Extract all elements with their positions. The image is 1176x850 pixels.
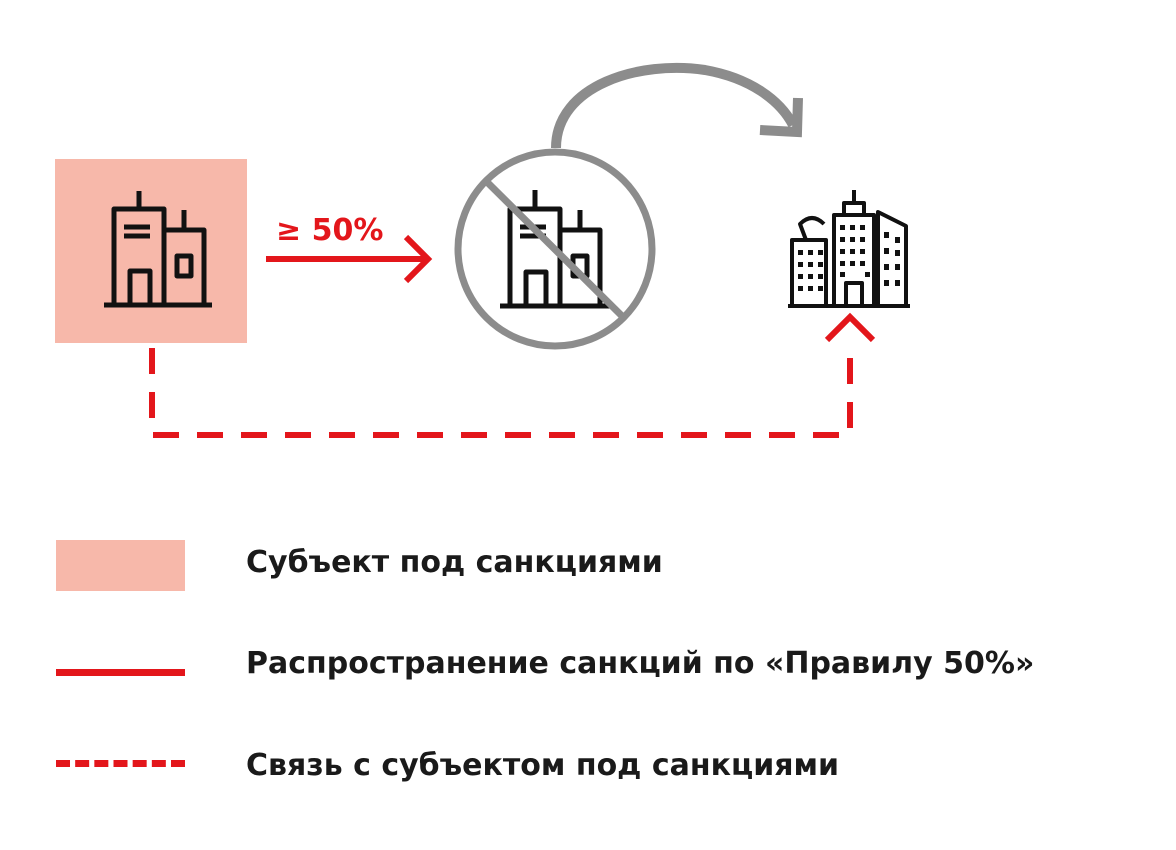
legend-sanctioned-label: Субъект под санкциями: [246, 545, 663, 580]
connection-dashed-path: [149, 312, 876, 438]
office-buildings-icon: [104, 191, 212, 308]
prohibited-sign-icon: [454, 148, 656, 350]
ownership-threshold-label: ≥ 50%: [276, 213, 383, 248]
legend-sanctioned-swatch: [56, 540, 185, 591]
city-buildings-icon: [788, 190, 910, 308]
legend-solid-line-label: Распространение санкций по «Правилу 50%»: [246, 646, 1035, 681]
legend-dashed-line-label: Связь с субъектом под санкциями: [246, 748, 840, 783]
ownership-arrow: [266, 234, 433, 284]
ownership-diagram: ≥ 50%: [55, 62, 910, 438]
redirect-arrow-icon: [551, 62, 803, 149]
legend-dashed-line-swatch: [56, 760, 185, 767]
sanctioned-entity-box: [55, 159, 247, 343]
legend-solid-line-swatch: [56, 669, 185, 676]
